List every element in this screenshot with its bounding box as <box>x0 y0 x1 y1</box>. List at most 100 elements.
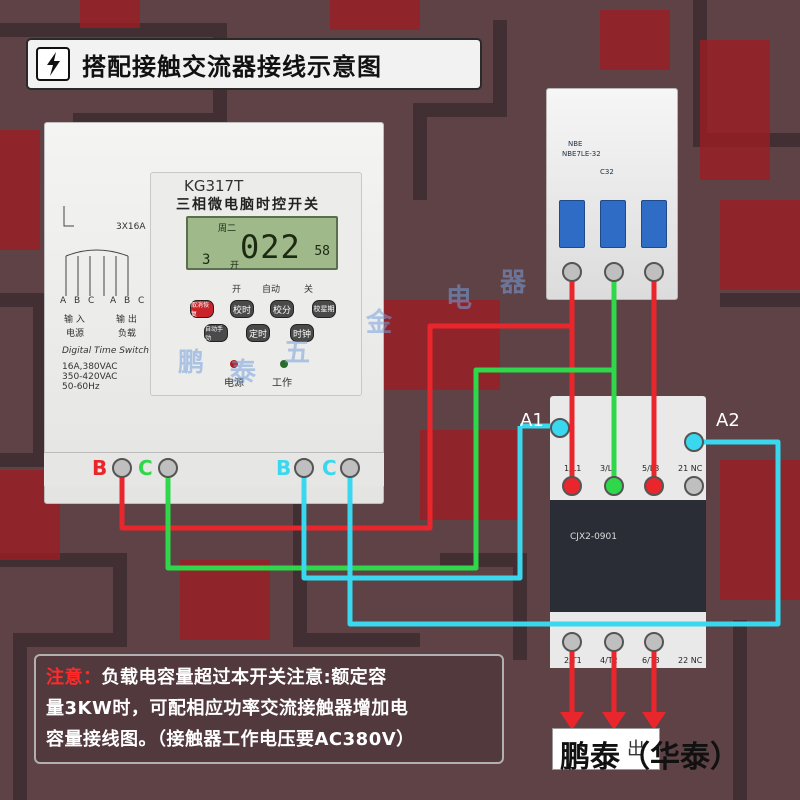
lcd-display: 周二 3 开 022 58 <box>186 216 338 271</box>
notice-line-2: 量3KW时，可配相应功率交流接触器增加电 <box>46 698 409 719</box>
lcd-state: 开 <box>230 261 240 271</box>
watermark-2: 泰 <box>230 358 257 388</box>
a2-label: A2 <box>716 410 740 431</box>
clock-button[interactable]: 时钟 <box>290 324 314 342</box>
contactor-terminal-nc <box>684 476 704 496</box>
output-label: 输 出 <box>116 315 137 325</box>
timer-terminal-strip <box>44 452 384 486</box>
breaker-toggle-3[interactable] <box>641 200 667 248</box>
terminal-label-b-in: B <box>92 456 108 480</box>
timer-terminal-c-out <box>340 458 360 478</box>
spec-line-2: 16A,380VAC <box>62 362 118 372</box>
terminal-letter-out-c: C <box>138 296 145 306</box>
load-label: 负载 <box>118 329 137 339</box>
terminal-letter-out-b: B <box>124 296 131 306</box>
output-text: 出 <box>627 739 645 760</box>
label-auto: 自动 <box>262 285 281 295</box>
down-arrow-icon <box>642 712 666 730</box>
breaker-terminal-3 <box>644 262 664 282</box>
terminal-letter-out-a: A <box>110 296 117 306</box>
power-label: 电源 <box>224 378 244 389</box>
breaker-toggle-1[interactable] <box>559 200 585 248</box>
spec-line-1: Digital Time Switch <box>62 346 149 356</box>
timer-name: 三相微电脑时控开关 <box>176 197 320 213</box>
green-wire-timer <box>165 367 614 571</box>
spec-line-4: 50-60Hz <box>62 382 100 392</box>
lcd-seconds: 58 <box>314 244 330 259</box>
set-week-button[interactable]: 校星期 <box>312 300 336 318</box>
work-led <box>280 360 288 368</box>
brand-name: 鹏泰（华泰） <box>560 740 740 775</box>
power-led <box>230 360 238 368</box>
contactor-terminal-a2 <box>684 432 704 452</box>
power-source-label: 电源 <box>66 329 85 339</box>
contactor-terminal-l1 <box>562 476 582 496</box>
breaker-toggle-2[interactable] <box>600 200 626 248</box>
contactor-model: CJX2-0901 <box>570 532 617 542</box>
breaker-brand: NBE <box>568 140 583 148</box>
set-hour-button[interactable]: 校时 <box>230 300 254 318</box>
time-switch-panel <box>150 172 362 396</box>
watermark-3: 五 <box>284 338 311 368</box>
auto-manual-button[interactable]: 自动手动 <box>204 324 228 342</box>
contactor-top-3: 5/L3 <box>642 464 660 473</box>
notice-line-3: 容量接线图。（接触器工作电压要AC380V） <box>46 729 415 750</box>
terminal-label-b-out: B <box>276 456 292 480</box>
watermark-4: 金 <box>366 308 393 338</box>
terminal-letter-in-b: B <box>74 296 81 306</box>
contactor-terminal-l2 <box>604 476 624 496</box>
label-on: 开 <box>232 285 242 295</box>
a1-label: A1 <box>520 410 544 431</box>
timing-button[interactable]: 定时 <box>246 324 270 342</box>
cyan-wire-a2 <box>347 439 781 627</box>
watermark-5: 电 <box>446 284 473 314</box>
spec-line-3: 350-420VAC <box>62 372 118 382</box>
lcd-weekday: 周二 <box>218 224 237 234</box>
input-label: 输 入 <box>64 315 85 325</box>
timer-terminal-b-in <box>112 458 132 478</box>
timer-model: KG317T <box>184 177 244 195</box>
lightning-icon <box>36 47 70 81</box>
cyan-wire-a1 <box>301 426 523 581</box>
arrow-icons <box>560 712 666 730</box>
contactor-terminal-l3 <box>644 476 664 496</box>
work-label: 工作 <box>272 378 292 389</box>
page-title: 搭配接触交流器接线示意图 <box>82 52 382 81</box>
label-off: 关 <box>304 285 314 295</box>
breaker-model: NBE7LE-32 <box>562 150 601 158</box>
contactor-top-2: 3/L2 <box>600 464 618 473</box>
red-wire-timer <box>119 323 572 531</box>
breaker-rating: C32 <box>600 168 614 176</box>
contactor-terminal-t2 <box>604 632 624 652</box>
contactor-terminal-a1 <box>550 418 570 438</box>
set-minute-button[interactable]: 校分 <box>270 300 294 318</box>
breaker-terminal-2 <box>604 262 624 282</box>
rating-label: 3X16A <box>116 222 146 232</box>
down-arrow-icon <box>602 712 626 730</box>
lcd-program: 3 <box>202 252 211 268</box>
timer-terminal-b-out <box>294 458 314 478</box>
contactor-terminal-t1 <box>562 632 582 652</box>
title-banner: 搭配接触交流器接线示意图 <box>26 38 482 90</box>
contactor-bottom-3: 6/T3 <box>642 656 660 665</box>
watermark-1: 鹏 <box>178 348 205 378</box>
output-box: 出 <box>552 728 660 770</box>
contactor-bottom-2: 4/T2 <box>600 656 618 665</box>
terminal-letter-in-a: A <box>60 296 67 306</box>
terminal-label-c-in: C <box>138 456 153 480</box>
contactor-top-4: 21 NC <box>678 464 703 473</box>
contactor-bottom-4: 22 NC <box>678 656 703 665</box>
notice-prefix: 注意： <box>46 667 102 688</box>
lcd-time: 022 <box>240 228 301 266</box>
cancel-restore-button[interactable]: 取消恢复 <box>190 300 214 318</box>
timer-terminal-c-in <box>158 458 178 478</box>
notice-box: 注意：负载电容量超过本开关注意:额定容 量3KW时，可配相应功率交流接触器增加电… <box>34 654 504 764</box>
terminal-letter-in-c: C <box>88 296 95 306</box>
notice-line-1: 负载电容量超过本开关注意:额定容 <box>101 667 387 688</box>
watermark-6: 器 <box>500 268 527 298</box>
down-arrow-icon <box>560 712 584 730</box>
timer-wiring-symbol <box>63 206 129 296</box>
contactor-terminal-t3 <box>644 632 664 652</box>
breaker-terminal-1 <box>562 262 582 282</box>
